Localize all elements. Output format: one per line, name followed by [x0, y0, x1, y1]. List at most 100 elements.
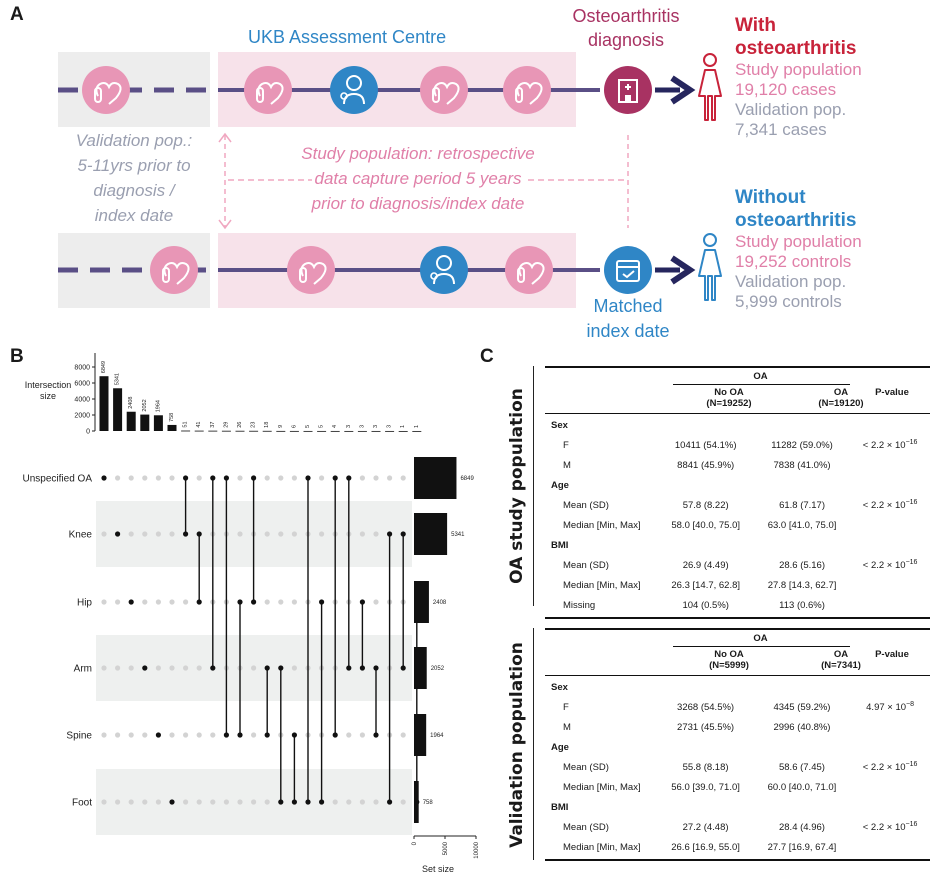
- table-bottom-rule: [545, 617, 930, 619]
- table-top-rule: [545, 628, 930, 630]
- health-record-icon: [82, 66, 130, 114]
- oa-value: 27.7 [16.9, 67.4]: [767, 841, 837, 853]
- col-pvalue-header: P-value: [875, 649, 909, 660]
- intersection-count-label: 1964: [155, 400, 161, 412]
- row-label: Mean (SD): [563, 761, 609, 773]
- p-value: < 2.2 × 10−16: [862, 558, 918, 572]
- table-group-header: OA: [753, 633, 768, 644]
- upset-plot: 80006000400020000Intersectionsize6849534…: [23, 353, 480, 874]
- set-size-label: 5341: [451, 532, 465, 538]
- membership-dot-empty: [128, 531, 134, 537]
- no-oa-value: 10411 (54.1%): [674, 439, 737, 451]
- intersection-bar: [194, 430, 204, 432]
- membership-dot-empty: [115, 475, 121, 481]
- p-value: [850, 575, 930, 595]
- study-table-side-rule: [533, 366, 534, 606]
- intersection-count-label: 3: [346, 425, 352, 428]
- membership-dot-filled: [332, 475, 338, 481]
- no-oa-value: 8841 (45.9%): [677, 459, 735, 471]
- p-value: [850, 475, 930, 495]
- membership-dot-empty: [115, 665, 121, 671]
- set-x-tick-label: 0: [412, 841, 418, 845]
- calendar-icon: [604, 246, 652, 294]
- intersection-bar: [303, 430, 313, 432]
- no-oa-value: [658, 475, 754, 495]
- p-value: < 2.2 × 10−16: [862, 760, 918, 774]
- oa-value: [754, 737, 850, 757]
- p-value: [850, 515, 930, 535]
- intersection-count-label: 26: [237, 422, 243, 428]
- intersection-count-label: 1: [414, 425, 420, 428]
- membership-dot-empty: [142, 599, 148, 605]
- assessment-centre-icon: [330, 66, 378, 114]
- membership-dot-empty: [346, 799, 352, 805]
- intersection-count-label: 3: [359, 425, 365, 428]
- intersection-count-label: 2408: [128, 396, 134, 408]
- membership-dot-empty: [101, 531, 107, 537]
- p-value: [850, 455, 930, 475]
- intersection-bar: [181, 430, 191, 432]
- validation-table-side-rule: [533, 628, 534, 860]
- health-record-icon: [420, 66, 468, 114]
- table-bottom-rule: [545, 859, 930, 861]
- col-oa-header: OA(N=7341): [821, 649, 861, 671]
- membership-dot-filled: [101, 475, 107, 481]
- row-label: Median [Min, Max]: [563, 519, 641, 531]
- set-label: Hip: [77, 598, 92, 609]
- y-tick-label: 8000: [74, 365, 90, 372]
- no-oa-value: [657, 797, 753, 817]
- y-tick-label: 4000: [74, 397, 90, 404]
- oa-value: 11282 (59.0%): [771, 439, 833, 451]
- row-label: Mean (SD): [563, 499, 609, 511]
- p-value: [850, 595, 930, 615]
- set-size-bar: [414, 457, 457, 499]
- table-row: Sex: [545, 415, 930, 435]
- intersection-bar: [330, 430, 340, 432]
- no-oa-value: 2731 (45.5%): [677, 721, 735, 733]
- row-label: Median [Min, Max]: [563, 579, 641, 591]
- set-size-label: 2052: [431, 666, 445, 672]
- y-tick-label: 6000: [74, 381, 90, 388]
- membership-dot-empty: [142, 531, 148, 537]
- membership-dot-empty: [183, 599, 189, 605]
- membership-dot-filled: [115, 531, 121, 537]
- intersection-bar: [317, 430, 327, 432]
- membership-dot-empty: [196, 475, 202, 481]
- intersection-count-label: 1: [400, 425, 406, 428]
- set-size-bar: [414, 513, 448, 555]
- p-value: [850, 837, 930, 857]
- oa-value: 2996 (40.8%): [773, 721, 831, 733]
- membership-dot-empty: [237, 799, 243, 805]
- oa-value: 28.4 (4.96): [778, 821, 825, 833]
- female-person-icon: [698, 53, 722, 121]
- intersection-count-label: 5: [319, 425, 325, 428]
- membership-dot-empty: [210, 799, 216, 805]
- oa-value: [754, 415, 850, 435]
- membership-dot-empty: [115, 732, 121, 738]
- no-oa-value: [658, 415, 754, 435]
- table-row: Mean (SD)26.9 (4.49)28.6 (5.16)< 2.2 × 1…: [545, 555, 930, 575]
- oa-value: 7838 (41.0%): [773, 459, 831, 471]
- intersection-count-label: 3: [373, 425, 379, 428]
- oa-value: 28.6 (5.16): [779, 559, 826, 571]
- health-record-icon: [505, 246, 553, 294]
- table-row: Mean (SD)55.8 (8.18)58.6 (7.45)< 2.2 × 1…: [545, 757, 930, 777]
- no-oa-value: [657, 737, 753, 757]
- intersection-bar: [344, 430, 354, 432]
- intersection-bar: [235, 430, 245, 432]
- membership-dot-empty: [196, 732, 202, 738]
- col-pvalue-header: P-value: [875, 387, 909, 398]
- table-top-rule: [545, 366, 930, 368]
- membership-dot-empty: [169, 665, 175, 671]
- p-value: 4.97 × 10−8: [866, 700, 915, 714]
- membership-dot-filled: [210, 475, 216, 481]
- set-size-label: 2408: [433, 600, 447, 606]
- row-label: Mean (SD): [563, 559, 609, 571]
- row-label: M: [563, 459, 571, 471]
- membership-dot-empty: [101, 732, 107, 738]
- hospital-icon: [604, 66, 652, 114]
- intersection-bar: [262, 430, 272, 432]
- membership-dot-empty: [169, 599, 175, 605]
